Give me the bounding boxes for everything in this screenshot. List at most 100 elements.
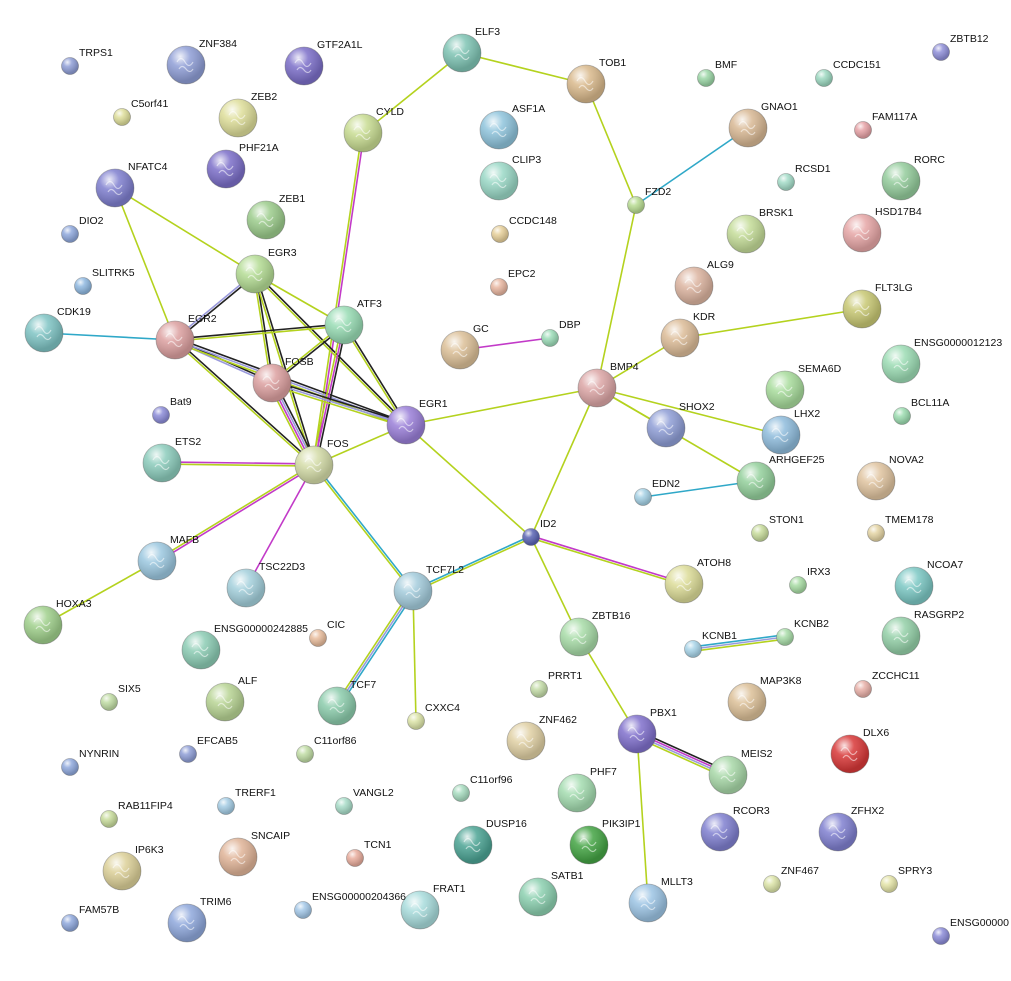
node-MAFB[interactable]: MAFB xyxy=(137,534,199,581)
node-SNCAIP[interactable]: SNCAIP xyxy=(218,830,290,877)
node-ENSG00000204366[interactable]: ENSG00000204366 xyxy=(294,891,407,919)
node-ENSG0000012123[interactable]: ENSG0000012123 xyxy=(881,337,1002,384)
node-HOXA3[interactable]: HOXA3 xyxy=(23,598,92,645)
node-ASF1A[interactable]: ASF1A xyxy=(479,103,545,150)
node-BRSK1[interactable]: BRSK1 xyxy=(726,207,794,254)
node-MAP3K8[interactable]: MAP3K8 xyxy=(727,675,802,722)
node-CDK19[interactable]: CDK19 xyxy=(24,306,91,353)
node-SEMA6D[interactable]: SEMA6D xyxy=(765,363,842,410)
node-DUSP16[interactable]: DUSP16 xyxy=(453,818,527,865)
node-ID2[interactable]: ID2 xyxy=(522,518,557,546)
node-PHF21A[interactable]: PHF21A xyxy=(206,142,279,189)
node-RORC[interactable]: RORC xyxy=(881,154,945,201)
node-CIC[interactable]: CIC xyxy=(309,619,346,647)
node-NYNRIN[interactable]: NYNRIN xyxy=(61,748,120,776)
node-ZNF462[interactable]: ZNF462 xyxy=(506,714,577,761)
node-RCOR3[interactable]: RCOR3 xyxy=(700,805,770,852)
node-PBX1[interactable]: PBX1 xyxy=(617,707,677,754)
node-Bat9[interactable]: Bat9 xyxy=(152,396,192,424)
node-EDN2[interactable]: EDN2 xyxy=(634,478,681,506)
node-ZEB2[interactable]: ZEB2 xyxy=(218,91,277,138)
node-TRERF1[interactable]: TRERF1 xyxy=(217,787,276,815)
node-HSD17B4[interactable]: HSD17B4 xyxy=(842,206,922,253)
node-NFATC4[interactable]: NFATC4 xyxy=(95,161,168,208)
node-ENSG00000242885[interactable]: ENSG00000242885 xyxy=(181,623,308,670)
node-STON1[interactable]: STON1 xyxy=(751,514,804,542)
node-C11orf86[interactable]: C11orf86 xyxy=(296,735,357,763)
node-ZNF467[interactable]: ZNF467 xyxy=(763,865,820,893)
node-ZBTB12[interactable]: ZBTB12 xyxy=(932,33,989,61)
node-SATB1[interactable]: SATB1 xyxy=(518,870,584,917)
node-TMEM178[interactable]: TMEM178 xyxy=(867,514,934,542)
node-CYLD[interactable]: CYLD xyxy=(343,106,404,153)
node-FOS[interactable]: FOS xyxy=(294,438,349,485)
node-DIO2[interactable]: DIO2 xyxy=(61,215,104,243)
node-VANGL2[interactable]: VANGL2 xyxy=(335,787,394,815)
node-BMF[interactable]: BMF xyxy=(697,59,738,87)
node-TRPS1[interactable]: TRPS1 xyxy=(61,47,114,75)
node-KCNB2[interactable]: KCNB2 xyxy=(776,618,830,646)
node-PIK3IP1[interactable]: PIK3IP1 xyxy=(569,818,641,865)
node-FAM117A[interactable]: FAM117A xyxy=(854,111,918,139)
node-TCN1[interactable]: TCN1 xyxy=(346,839,392,867)
node-CCDC151[interactable]: CCDC151 xyxy=(815,59,882,87)
node-LHX2[interactable]: LHX2 xyxy=(761,408,820,455)
node-BMP4[interactable]: BMP4 xyxy=(577,361,639,408)
node-RASGRP2[interactable]: RASGRP2 xyxy=(881,609,964,656)
node-RCSD1[interactable]: RCSD1 xyxy=(777,163,831,191)
node-EGR2[interactable]: EGR2 xyxy=(155,313,217,360)
node-GC[interactable]: GC xyxy=(440,323,489,370)
node-CLIP3[interactable]: CLIP3 xyxy=(479,154,541,201)
node-RAB11FIP4[interactable]: RAB11FIP4 xyxy=(100,800,173,828)
node-EPC2[interactable]: EPC2 xyxy=(490,268,536,296)
node-SIX5[interactable]: SIX5 xyxy=(100,683,141,711)
node-PHF7[interactable]: PHF7 xyxy=(557,766,617,813)
node-MLLT3[interactable]: MLLT3 xyxy=(628,876,693,923)
node-SLITRK5[interactable]: SLITRK5 xyxy=(74,267,135,295)
node-EGR1[interactable]: EGR1 xyxy=(386,398,448,445)
node-PRRT1[interactable]: PRRT1 xyxy=(530,670,583,698)
node-ENSG00000[interactable]: ENSG00000 xyxy=(932,917,1010,945)
node-ETS2[interactable]: ETS2 xyxy=(142,436,201,483)
node-TCF7L2[interactable]: TCF7L2 xyxy=(393,564,464,611)
node-SPRY3[interactable]: SPRY3 xyxy=(880,865,933,893)
node-FRAT1[interactable]: FRAT1 xyxy=(400,883,466,930)
node-IP6K3[interactable]: IP6K3 xyxy=(102,844,164,891)
node-CXXC4[interactable]: CXXC4 xyxy=(407,702,461,730)
node-NOVA2[interactable]: NOVA2 xyxy=(856,454,924,501)
node-ALG9[interactable]: ALG9 xyxy=(674,259,734,306)
node-DBP[interactable]: DBP xyxy=(541,319,581,347)
node-ELF3[interactable]: ELF3 xyxy=(442,26,500,73)
node-GTF2A1L[interactable]: GTF2A1L xyxy=(284,39,363,86)
node-CCDC148[interactable]: CCDC148 xyxy=(491,215,558,243)
node-FOSB[interactable]: FOSB xyxy=(252,356,314,403)
node-TRIM6[interactable]: TRIM6 xyxy=(167,896,232,943)
node-DLX6[interactable]: DLX6 xyxy=(830,727,889,774)
node-FAM57B[interactable]: FAM57B xyxy=(61,904,120,932)
node-ZCCHC11[interactable]: ZCCHC11 xyxy=(854,670,920,698)
node-TOB1[interactable]: TOB1 xyxy=(566,57,626,104)
node-FZD2[interactable]: FZD2 xyxy=(627,186,672,214)
node-ZFHX2[interactable]: ZFHX2 xyxy=(818,805,884,852)
node-BCL11A[interactable]: BCL11A xyxy=(893,397,950,425)
node-SHOX2[interactable]: SHOX2 xyxy=(646,401,715,448)
node-EFCAB5[interactable]: EFCAB5 xyxy=(179,735,239,763)
node-ZBTB16[interactable]: ZBTB16 xyxy=(559,610,631,657)
node-ATOH8[interactable]: ATOH8 xyxy=(664,557,731,604)
node-GNAO1[interactable]: GNAO1 xyxy=(728,101,798,148)
node-NCOA7[interactable]: NCOA7 xyxy=(894,559,963,606)
node-ATF3[interactable]: ATF3 xyxy=(324,298,382,345)
node-MEIS2[interactable]: MEIS2 xyxy=(708,748,773,795)
node-C11orf96[interactable]: C11orf96 xyxy=(452,774,513,802)
node-C5orf41[interactable]: C5orf41 xyxy=(113,98,169,126)
node-FLT3LG[interactable]: FLT3LG xyxy=(842,282,913,329)
node-TCF7[interactable]: TCF7 xyxy=(317,679,376,726)
node-KDR[interactable]: KDR xyxy=(660,311,716,358)
node-KCNB1[interactable]: KCNB1 xyxy=(684,630,738,658)
node-ZNF384[interactable]: ZNF384 xyxy=(166,38,237,85)
node-TSC22D3[interactable]: TSC22D3 xyxy=(226,561,305,608)
node-ALF[interactable]: ALF xyxy=(205,675,257,722)
node-ZEB1[interactable]: ZEB1 xyxy=(246,193,305,240)
node-EGR3[interactable]: EGR3 xyxy=(235,247,297,294)
node-IRX3[interactable]: IRX3 xyxy=(789,566,831,594)
